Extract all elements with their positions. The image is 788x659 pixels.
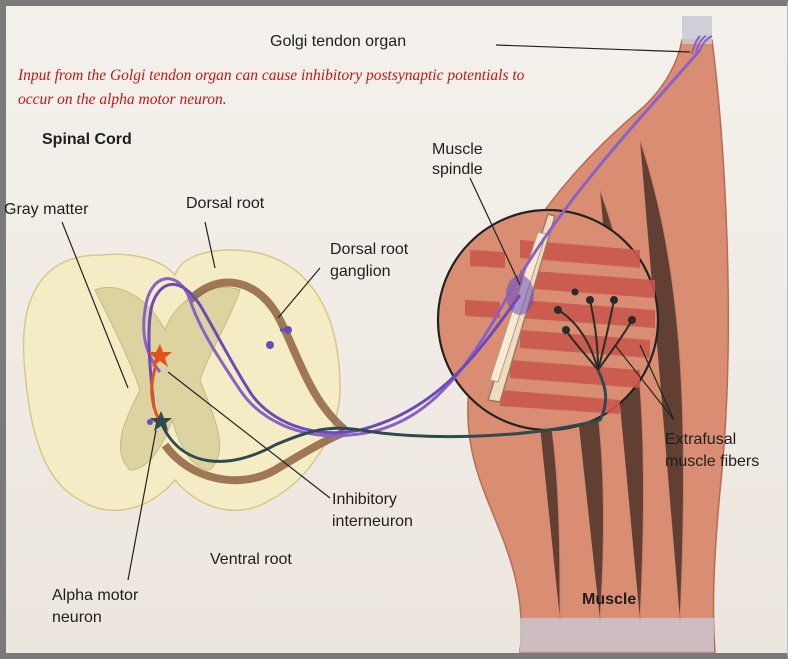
drg-soma-2	[284, 326, 292, 334]
label-dorsal-root-ganglion-line1: Dorsal root	[330, 240, 408, 260]
label-alpha-motor-line1: Alpha motor	[52, 586, 138, 606]
label-ventral-root: Ventral root	[210, 550, 292, 570]
label-golgi-tendon-organ: Golgi tendon organ	[270, 32, 406, 52]
afferent-terminal	[147, 419, 153, 425]
label-alpha-motor-line2: neuron	[52, 608, 102, 628]
label-inhibitory-line1: Inhibitory	[332, 490, 397, 510]
drg-soma-1	[266, 341, 274, 349]
muscle-tendon-bottom	[520, 618, 714, 652]
label-extrafusal-line1: Extrafusal	[665, 430, 736, 450]
label-gray-matter: Gray matter	[4, 200, 88, 220]
label-extrafusal-line2: muscle fibers	[665, 452, 759, 472]
label-inhibitory-line2: interneuron	[332, 512, 413, 532]
label-spinal-cord: Spinal Cord	[42, 130, 132, 150]
caption: Input from the Golgi tendon organ can ca…	[18, 64, 538, 112]
label-muscle-spindle-line2: spindle	[432, 160, 483, 180]
label-dorsal-root-ganglion-line2: ganglion	[330, 262, 391, 282]
label-dorsal-root: Dorsal root	[186, 194, 264, 214]
label-muscle: Muscle	[582, 590, 636, 610]
label-muscle-spindle-line1: Muscle	[432, 140, 483, 160]
